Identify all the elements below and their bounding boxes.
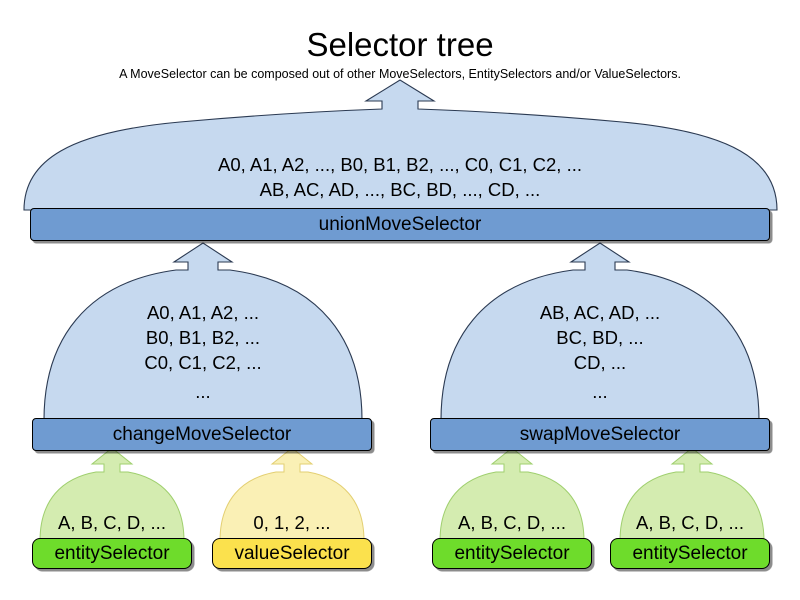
node-swap-move-selector-label: swapMoveSelector xyxy=(519,424,681,445)
union-line-0: A0, A1, A2, ..., B0, B1, B2, ..., C0, C1… xyxy=(217,154,582,175)
node-swap-move-selector[interactable]: swapMoveSelector xyxy=(430,418,770,451)
node-change-move-selector[interactable]: changeMoveSelector xyxy=(32,418,372,451)
page-subtitle: A MoveSelector can be composed out of ot… xyxy=(119,67,681,81)
swap-balloon-shape xyxy=(440,242,760,421)
node-entity-selector-1[interactable]: entitySelector xyxy=(32,538,192,569)
leaf-entity-1-balloon-text: A, B, C, D, ... xyxy=(32,510,192,535)
swap-balloon-text: AB, AC, AD, ... BC, BD, ... CD, ... ... xyxy=(441,300,759,404)
union-balloon-text: A0, A1, A2, ..., B0, B1, B2, ..., C0, C1… xyxy=(0,152,800,202)
leaf-value-1-balloon-text: 0, 1, 2, ... xyxy=(212,510,372,535)
leaf-entity-2-balloon-shape xyxy=(439,447,585,542)
node-entity-selector-2[interactable]: entitySelector xyxy=(432,538,592,569)
leaf-entity-1-balloon-shape xyxy=(39,447,185,542)
change-balloon-text: A0, A1, A2, ... B0, B1, B2, ... C0, C1, … xyxy=(44,300,362,404)
swap-line-1: BC, BD, ... xyxy=(556,327,644,348)
change-line-1: B0, B1, B2, ... xyxy=(145,327,261,348)
node-entity-selector-3[interactable]: entitySelector xyxy=(610,538,770,569)
union-line-1: AB, AC, AD, ..., BC, BD, ..., CD, ... xyxy=(259,179,541,200)
swap-line-3: ... xyxy=(592,381,608,402)
leaf-entity-2-balloon-text: A, B, C, D, ... xyxy=(432,510,592,535)
node-entity-selector-3-label: entitySelector xyxy=(632,543,748,564)
leaf-entity-3-balloon-text: A, B, C, D, ... xyxy=(610,510,770,535)
leaf-entity-2-line-0: A, B, C, D, ... xyxy=(458,512,566,533)
page-title: Selector tree xyxy=(306,26,494,63)
change-line-2: C0, C1, C2, ... xyxy=(144,352,262,373)
node-value-selector-1[interactable]: valueSelector xyxy=(212,538,372,569)
node-entity-selector-1-label: entitySelector xyxy=(54,543,170,564)
leaf-entity-1-line-0: A, B, C, D, ... xyxy=(58,512,166,533)
change-line-0: A0, A1, A2, ... xyxy=(146,302,260,323)
node-entity-selector-2-label: entitySelector xyxy=(454,543,570,564)
node-union-move-selector-label: unionMoveSelector xyxy=(318,214,482,235)
node-union-move-selector[interactable]: unionMoveSelector xyxy=(30,208,770,241)
leaf-entity-3-balloon-shape xyxy=(619,447,765,542)
leaf-value-1-line-0: 0, 1, 2, ... xyxy=(253,512,331,533)
change-line-3: ... xyxy=(195,381,211,402)
change-balloon-shape xyxy=(43,242,363,421)
swap-line-0: AB, AC, AD, ... xyxy=(539,302,661,323)
node-value-selector-1-label: valueSelector xyxy=(234,543,350,564)
union-balloon-shape xyxy=(23,79,778,211)
leaf-value-1-balloon-shape xyxy=(219,447,365,542)
leaf-entity-3-line-0: A, B, C, D, ... xyxy=(636,512,744,533)
node-change-move-selector-label: changeMoveSelector xyxy=(112,424,292,445)
swap-line-2: CD, ... xyxy=(573,352,627,373)
